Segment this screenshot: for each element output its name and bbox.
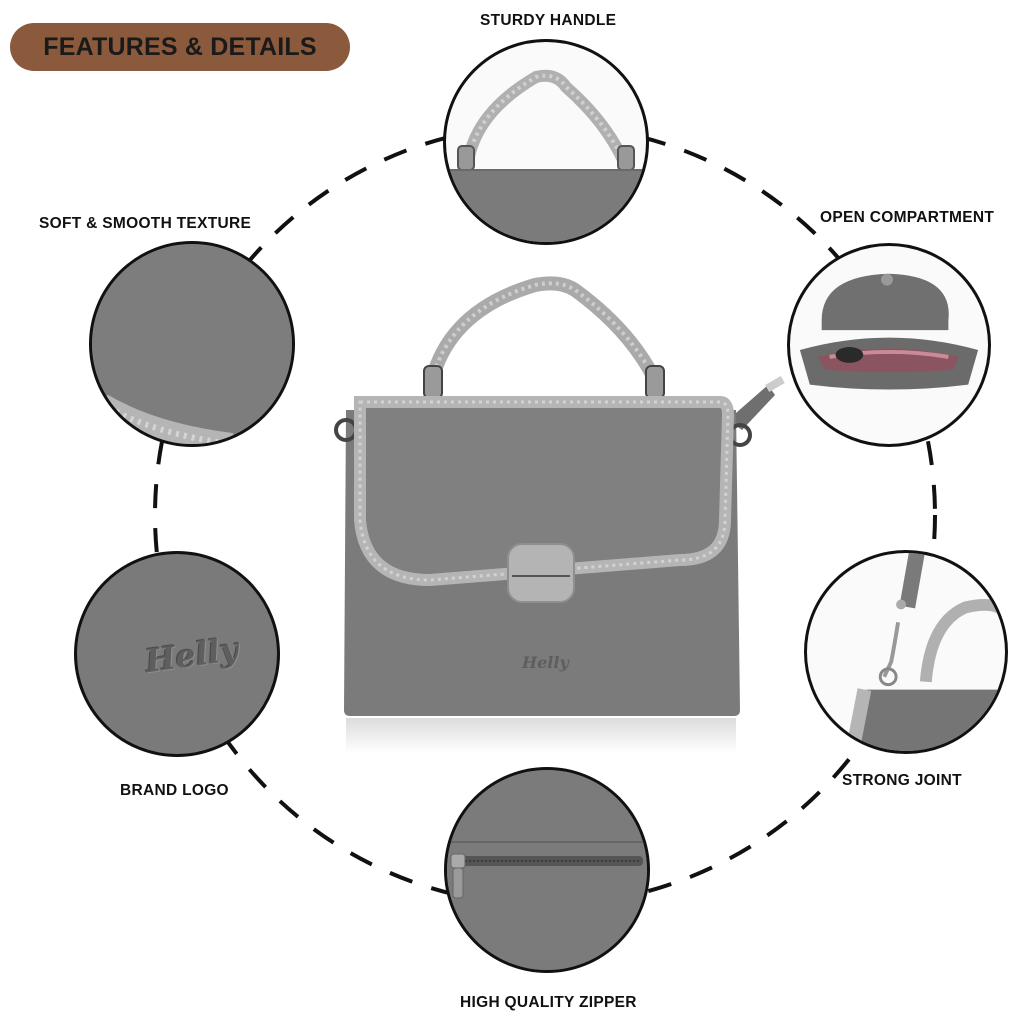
features-title-badge: FEATURES & DETAILS (10, 23, 350, 71)
label-strong-joint: STRONG JOINT (842, 772, 962, 789)
features-title: FEATURES & DETAILS (43, 32, 317, 61)
compartment-detail-image (799, 273, 979, 390)
label-high-quality-zipper: HIGH QUALITY ZIPPER (460, 994, 637, 1011)
label-open-compartment: OPEN COMPARTMENT (820, 209, 995, 226)
zipper-detail-image (447, 770, 647, 970)
label-sturdy-handle: STURDY HANDLE (480, 12, 617, 29)
detail-circle-brand-logo: Helly (74, 551, 280, 757)
detail-circle-strong-joint (804, 550, 1008, 754)
label-brand-logo: BRAND LOGO (120, 782, 229, 799)
handle-detail-image (446, 69, 646, 242)
texture-detail-image (92, 244, 292, 444)
detail-circle-high-quality-zipper (444, 767, 650, 973)
handbag-main-image: Helly (334, 276, 785, 754)
detail-circle-open-compartment (787, 243, 991, 447)
detail-circle-sturdy-handle (443, 39, 649, 245)
detail-circle-soft-texture (89, 241, 295, 447)
bag-brand-logo: Helly (521, 653, 570, 672)
brand-logo-embossed: Helly (142, 629, 241, 681)
joint-detail-image (845, 553, 1005, 751)
label-soft-texture: SOFT & SMOOTH TEXTURE (39, 215, 252, 232)
